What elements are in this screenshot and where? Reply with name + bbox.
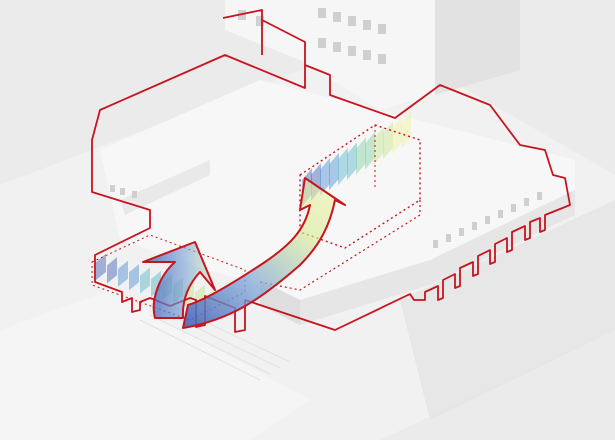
upper-gradient-panel: [383, 121, 393, 160]
lower-flow-arrow: [142, 241, 216, 319]
upper-gradient-panel: [329, 152, 339, 191]
dotted-upper-volume: [259, 111, 421, 291]
upper-gradient-panel: [392, 116, 402, 154]
curved-flow-arrow: [182, 177, 346, 329]
upper-gradient-panel: [365, 131, 375, 170]
upper-gradient-panel: [320, 157, 330, 196]
upper-gradient-panel: [356, 137, 366, 175]
lower-gradient-panel: [107, 257, 117, 284]
upper-gradient-panel: [374, 126, 384, 165]
lower-gradient-panel: [140, 267, 150, 294]
red-footprint-outline: [91, 9, 571, 333]
lower-gradient-panel: [118, 260, 128, 287]
main-building: [100, 80, 575, 325]
upper-gradient-panel: [338, 147, 348, 186]
upper-gradient-panel: [401, 111, 411, 149]
main-building-windows: [110, 185, 542, 248]
lower-gradient-panel: [96, 253, 106, 280]
upper-gradient-panels: [302, 111, 411, 206]
lower-gradient-panel: [129, 264, 139, 291]
upper-gradient-panel: [347, 142, 357, 180]
